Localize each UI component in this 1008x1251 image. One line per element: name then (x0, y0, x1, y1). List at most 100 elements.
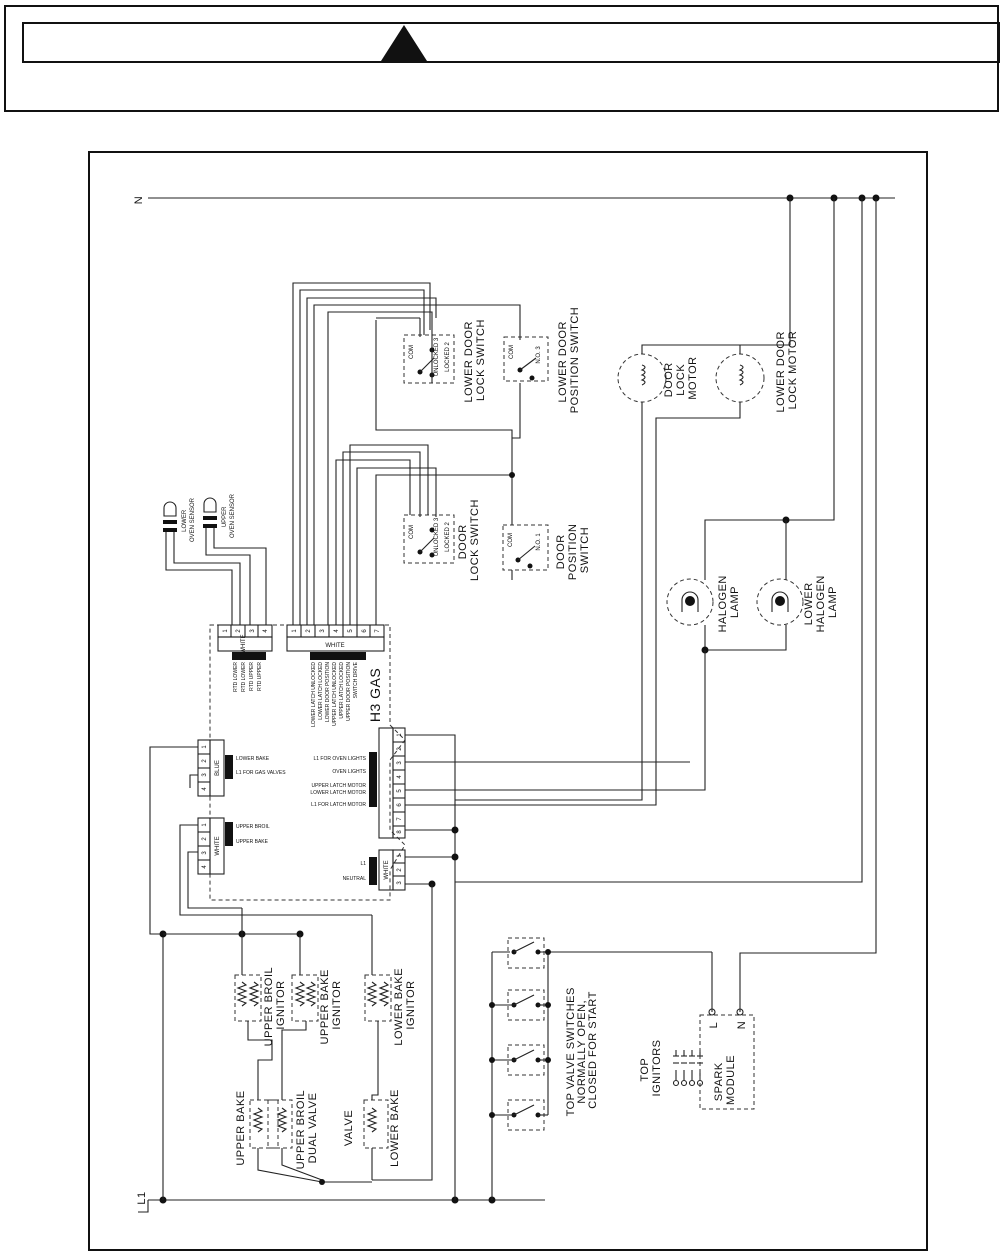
connector-right-lights: 1 2 3 4 5 6 7 8 L1 FOR OVEN LIGHTS OVEN … (310, 727, 406, 839)
svg-text:TOP IGNITORS: TOP IGNITORS (639, 1040, 663, 1097)
right-fn-3: UPPER LATCH MOTOR (311, 783, 366, 789)
lower-door-lock-motor: LOWER DOOR LOCK MOTOR (405, 328, 799, 806)
door-lock-motor: DOOR LOCK MOTOR (455, 344, 740, 801)
n-label: N (133, 196, 145, 204)
bake-pin-1: 1 (202, 823, 208, 827)
upper-bake-ignitor-label-1: UPPER BAKE (319, 969, 331, 1044)
blue-fn-2: L1 FOR GAS VALVES (236, 770, 286, 776)
spark-module-label-1: SPARK (713, 1062, 725, 1101)
right-fn-1: L1 FOR OVEN LIGHTS (313, 756, 366, 762)
upper-oven-sensor-label-1: UPPER (222, 506, 228, 527)
svg-text:LOWER BAKE IGNITOR: LOWER BAKE IGNITOR (393, 964, 417, 1045)
top-ignitors-label-1: TOP (639, 1058, 651, 1082)
lower-halogen-lamp: LOWER HALOGEN LAMP (756, 575, 839, 632)
halogen-lamp: HALOGEN LAMP (666, 575, 741, 632)
bake-pin-4: 4 (202, 865, 208, 869)
latch-pin-3: 3 (320, 629, 326, 633)
spark-module-label-2: MODULE (725, 1055, 737, 1105)
latch-pin-4: 4 (334, 629, 340, 633)
rtd-fn-2: RTD LOWER (241, 662, 247, 692)
upper-oven-sensor: UPPER OVEN SENSOR (203, 493, 236, 538)
svg-text:LOWER DOOR LOCK MOTOR: LOWER DOOR LOCK MOTOR (775, 328, 799, 413)
latch-fn-2: LOWER LATCH LOCKED (318, 662, 324, 720)
svg-text:UPPER BAKE IGNITOR: UPPER BAKE IGNITOR (319, 966, 343, 1045)
top-valve-switches-label-1: TOP VALVE SWITCHES (565, 987, 577, 1116)
door-position-switch-label-1: DOOR (555, 534, 567, 569)
valve-label: VALVE (343, 1110, 355, 1146)
power-connector-label: WHITE (384, 860, 390, 879)
svg-text:LOWER DOOR LOCK SWITCH: LOWER DOOR LOCK SWITCH (463, 318, 487, 403)
wiring-diagram-frame (88, 151, 928, 1251)
power-pin-1: 1 (397, 854, 403, 858)
latch-fn-6: UPPER DOOR POSITION (346, 662, 352, 721)
svg-text:UPPER OVEN SENSOR: UPPER OVEN SENSOR (222, 493, 236, 538)
lower-door-lock-switch-label-1: LOWER DOOR (463, 321, 475, 402)
connector-white-latch: 1 2 3 4 5 6 7 WHITE LOWER LATCH UNLOCKED… (286, 624, 385, 727)
right-pin-5: 5 (397, 789, 403, 793)
svg-text:UPPER BROIL DUAL VALVE: UPPER BROIL DUAL VALVE (295, 1087, 319, 1170)
power-fn-2: NEUTRAL (343, 876, 367, 882)
lower-bake-ignitor-label-2: IGNITOR (405, 980, 417, 1029)
neutral-line: N (133, 194, 895, 204)
upper-broil-ignitor-label-1: UPPER BROIL (263, 967, 275, 1046)
pos-com-label: COM (508, 533, 514, 547)
bake-fn-1: UPPER BROIL (236, 824, 270, 830)
top-valve-switches-label-3: CLOSED FOR START (587, 991, 599, 1109)
spark-module: L N SPARK MODULE (699, 1008, 755, 1110)
latch-fn-7: SWITCH DRIVE (353, 661, 359, 698)
connector-blue: 1 2 3 4 BLUE LOWER BAKE L1 FOR GAS VALVE… (197, 739, 286, 797)
lower-halogen-lamp-label-3: LAMP (827, 586, 839, 618)
warning-triangle-icon (381, 25, 427, 61)
latch-pin-2: 2 (306, 629, 312, 633)
rtd-fn-4: RTD UPPER (257, 662, 263, 691)
connector-white-rtd: 1 2 3 4 WHITE RTD LOWER RTD LOWER RTD UP… (217, 624, 273, 692)
lower-pos-com-label: COM (509, 345, 515, 359)
switch-harness (292, 282, 521, 625)
lower-door-lock-switch: COM UNLOCKED 3 LOCKED 2 LOWER DOOR LOCK … (403, 318, 487, 403)
rtd-pin-2: 2 (236, 629, 242, 633)
lower-door-lock-switch-label-2: LOCK SWITCH (475, 319, 487, 401)
latch-pin-1: 1 (292, 629, 298, 633)
top-ignitors: TOP IGNITORS (639, 1040, 704, 1097)
rtd-pin-3: 3 (250, 629, 256, 633)
upper-broil-ignitor-label-2: IGNITOR (275, 980, 287, 1029)
rtd-fn-3: RTD UPPER (249, 662, 255, 691)
bake-fn-2: UPPER BAKE (236, 839, 269, 845)
svg-text:DOOR LOCK SWITCH: DOOR LOCK SWITCH (457, 499, 481, 581)
lower-pos-no-label: N.O. 3 (536, 346, 542, 364)
connector-right-power: 1 2 3 WHITE L1 NEUTRAL (343, 849, 406, 891)
lower-oven-sensor-label-1: LOWER (182, 509, 188, 532)
rtd-fn-1: RTD LOWER (233, 662, 239, 692)
svg-text:DOOR POSITION SWIT: DOOR POSITION SWITCH (555, 520, 591, 580)
lower-door-position-switch-label-2: POSITION SWITCH (569, 307, 581, 414)
blue-pin-2: 2 (202, 759, 208, 763)
latch-fn-3: LOWER DOOR POSITION (325, 662, 331, 722)
lock-com-label: COM (409, 525, 415, 539)
spark-n-label: N (736, 1021, 748, 1029)
lower-lock-unlocked-label: UNLOCKED 3 (434, 337, 440, 376)
neutral-branches (455, 198, 877, 1012)
top-valve-switches: TOP VALVE SWITCHES NORMALLY OPEN, CLOSED… (489, 937, 713, 1200)
latch-pin-7: 7 (375, 629, 381, 633)
gas-valves: UPPER BAKE UPPER BROIL DUAL VALVE VALVE … (235, 1021, 401, 1185)
svg-text:LOWER OVEN SENSOR: LOWER OVEN SENSOR (182, 497, 196, 542)
blue-pin-3: 3 (202, 773, 208, 777)
upper-broil-ignitor: UPPER BROIL IGNITOR (234, 967, 287, 1046)
lamp-wiring (405, 516, 790, 791)
rtd-pin-1: 1 (223, 629, 229, 633)
sensor-wiring (165, 528, 267, 625)
upper-broil-dual-valve-label-2: DUAL VALVE (307, 1093, 319, 1164)
board-label: H3 GAS (367, 668, 383, 722)
lower-bake-ignitor-label-1: LOWER BAKE (393, 968, 405, 1046)
l1-line: L1 (136, 1191, 545, 1213)
latch-connector-label: WHITE (325, 643, 344, 649)
halogen-lamp-label-1: HALOGEN (717, 575, 729, 632)
latch-fn-1: LOWER LATCH UNLOCKED (311, 662, 317, 727)
door-position-switch-label-2: POSITION (567, 524, 579, 581)
warning-header-bar (22, 22, 1000, 63)
upper-bake-valve-label: UPPER BAKE (235, 1090, 247, 1165)
lower-halogen-lamp-label-1: LOWER (803, 582, 815, 625)
right-fn-5: L1 FOR LATCH MOTOR (311, 802, 366, 808)
door-lock-switch-label-2: LOCK SWITCH (469, 499, 481, 581)
